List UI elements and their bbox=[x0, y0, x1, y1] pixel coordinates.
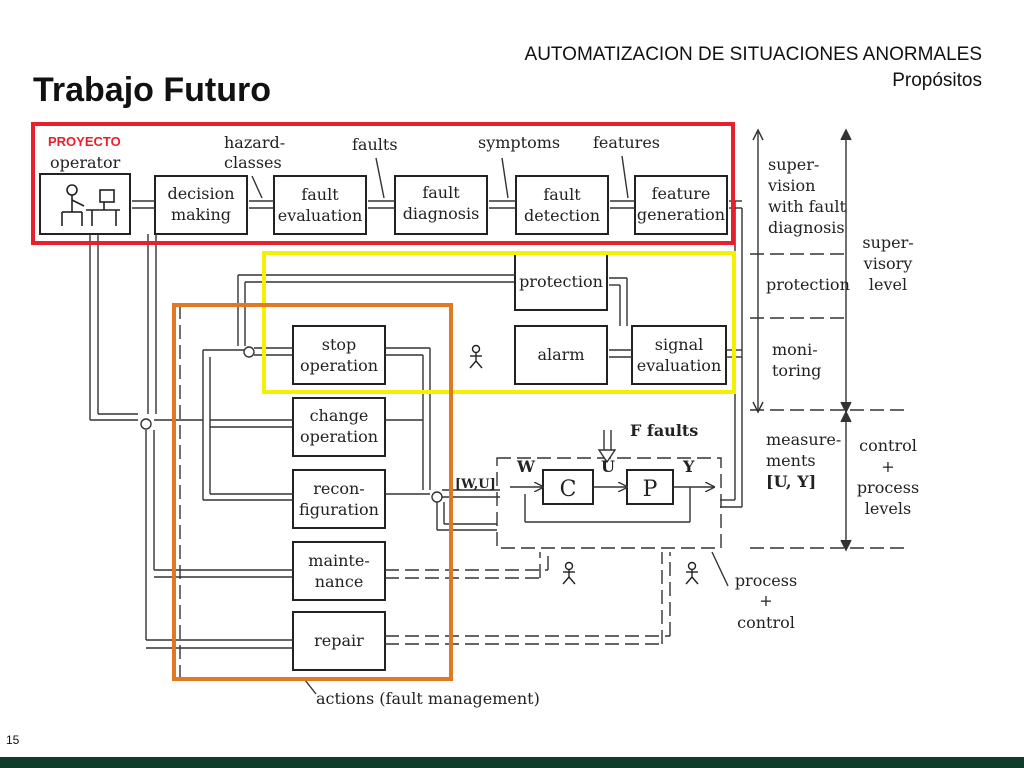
reconf-label-2: figuration bbox=[299, 500, 379, 519]
repair-label: repair bbox=[314, 631, 364, 650]
f-faults-label: F faults bbox=[630, 421, 698, 440]
subtitle-line-1: AUTOMATIZACION DE SITUACIONES ANORMALES bbox=[524, 44, 982, 65]
connection-lines bbox=[89, 201, 743, 695]
maintenance-block bbox=[292, 541, 386, 601]
cpl-label-4: levels bbox=[865, 499, 911, 518]
fault-eval-label-1: fault bbox=[301, 185, 339, 204]
alarm-person-icon bbox=[469, 344, 483, 369]
signal-eval-label-1: signal bbox=[655, 335, 704, 354]
sup-label-1: super- bbox=[768, 155, 819, 174]
reconf-label-1: recon- bbox=[313, 479, 364, 498]
meas-label-2: ments bbox=[766, 451, 816, 470]
proyecto-label: PROYECTO bbox=[48, 134, 121, 149]
svl-label-2: visory bbox=[863, 254, 913, 273]
top-row-arrows bbox=[132, 155, 742, 209]
feature-gen-label-2: generation bbox=[637, 205, 725, 224]
hazard-label-1: hazard- bbox=[224, 133, 285, 152]
features-label: features bbox=[593, 133, 660, 152]
fault-diag-label-2: diagnosis bbox=[403, 204, 480, 223]
yellow-highlight-frame bbox=[262, 251, 736, 394]
page-number: 15 bbox=[6, 733, 20, 747]
cpl-label-1: control bbox=[859, 436, 917, 455]
symptoms-label: symptoms bbox=[478, 133, 560, 152]
process-label-1: process bbox=[735, 571, 797, 590]
fault-eval-label-2: evaluation bbox=[278, 206, 363, 225]
feature-generation-block bbox=[634, 175, 728, 235]
svl-label-1: super- bbox=[862, 233, 913, 252]
stop-label-1: stop bbox=[322, 335, 357, 354]
meas-label-1: measure- bbox=[766, 430, 841, 449]
maint-label-1: mainte- bbox=[308, 551, 369, 570]
operator-label: operator bbox=[50, 153, 121, 172]
stop-label-2: operation bbox=[300, 356, 378, 375]
slide-title: Trabajo Futuro bbox=[33, 71, 271, 109]
protection-level-label: protection bbox=[766, 275, 850, 294]
maint-label-2: nance bbox=[315, 572, 364, 591]
process-label-3: control bbox=[737, 613, 795, 632]
signal-evaluation-block bbox=[631, 325, 727, 385]
plant-p-label: P bbox=[643, 477, 658, 502]
alarm-block bbox=[514, 325, 608, 385]
wu-label: [W,U] bbox=[455, 477, 496, 492]
feature-gen-label-1: feature bbox=[652, 184, 711, 203]
protection-block-label: protection bbox=[519, 272, 603, 291]
cpl-label-2: + bbox=[881, 457, 894, 476]
decision-label-1: decision bbox=[167, 184, 234, 203]
change-label-2: operation bbox=[300, 427, 378, 446]
maintenance-person-icon bbox=[562, 561, 576, 585]
fault-diag-label-1: fault bbox=[422, 183, 460, 202]
fault-diagnosis-block bbox=[394, 175, 488, 235]
meas-label-3: [U, Y] bbox=[766, 472, 816, 491]
decision-label-2: making bbox=[171, 205, 231, 224]
change-label-1: change bbox=[310, 406, 369, 425]
fault-detection-block bbox=[515, 175, 609, 235]
cpl-label-3: process bbox=[857, 478, 919, 497]
controller-c-label: C bbox=[560, 477, 577, 502]
decision-making-block bbox=[154, 175, 248, 235]
repair-block bbox=[292, 611, 386, 671]
u-label: U bbox=[601, 457, 615, 476]
faults-label: faults bbox=[352, 135, 398, 154]
slide-subtitle: AUTOMATIZACION DE SITUACIONES ANORMALES … bbox=[525, 42, 982, 94]
alarm-block-label: alarm bbox=[537, 345, 584, 364]
subtitle-line-2: Propósitos bbox=[892, 70, 982, 91]
orange-highlight-frame bbox=[172, 303, 453, 681]
w-label: W bbox=[516, 457, 536, 476]
footer-bar bbox=[0, 757, 1024, 768]
sup-label-3: with fault bbox=[768, 197, 847, 216]
red-highlight-frame bbox=[31, 122, 735, 245]
moni-label-2: toring bbox=[772, 361, 821, 380]
reconfiguration-block bbox=[292, 469, 386, 529]
operator-figure-icon bbox=[61, 184, 120, 226]
repair-person-icon bbox=[685, 561, 699, 585]
fault-det-label-2: detection bbox=[524, 206, 600, 225]
process-label-2: + bbox=[759, 591, 772, 610]
signal-eval-label-2: evaluation bbox=[637, 356, 722, 375]
actions-label: actions (fault management) bbox=[316, 689, 540, 708]
fault-evaluation-block bbox=[273, 175, 367, 235]
moni-label-1: moni- bbox=[772, 340, 818, 359]
sup-label-2: vision bbox=[767, 176, 815, 195]
hazard-label-2: classes bbox=[224, 153, 282, 172]
svl-label-3: level bbox=[869, 275, 907, 294]
change-operation-block bbox=[292, 397, 386, 457]
operator-box bbox=[39, 173, 131, 235]
sup-label-4: diagnosis bbox=[768, 218, 845, 237]
level-indicators bbox=[750, 128, 905, 552]
fault-det-label-1: fault bbox=[543, 185, 581, 204]
y-label: Y bbox=[682, 457, 695, 476]
